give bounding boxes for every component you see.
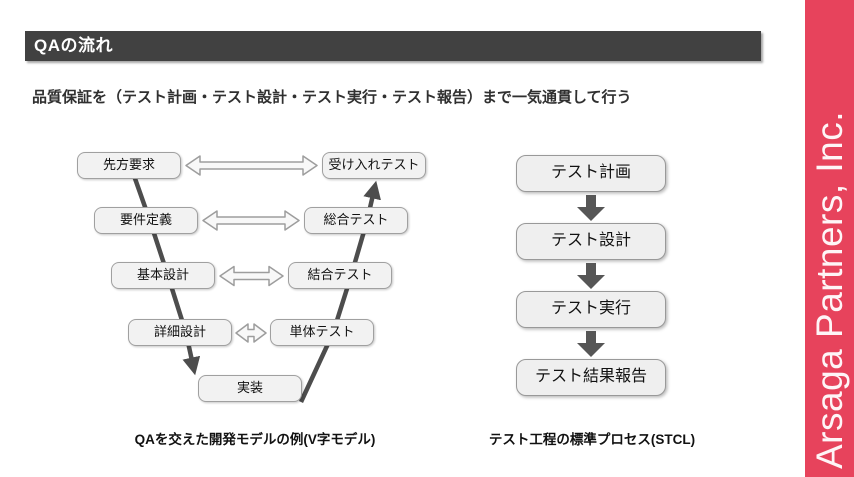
double-arrow-icon xyxy=(185,155,318,176)
vmodel-left-box-1: 先方要求 xyxy=(77,152,181,179)
brand-text: Arsaga Partners, Inc. xyxy=(809,110,850,469)
stcl-step-2: テスト設計 xyxy=(516,223,666,260)
stcl-caption: テスト工程の標準プロセス(STCL) xyxy=(488,432,696,447)
double-arrow-icon xyxy=(219,265,284,287)
stcl-step-3: テスト実行 xyxy=(516,291,666,328)
slide-title-bar: QAの流れ xyxy=(25,31,761,61)
vmodel-left-box-3: 基本設計 xyxy=(111,262,215,289)
double-arrow-icon xyxy=(202,210,300,231)
page-title: QAの流れ xyxy=(34,36,113,55)
double-arrow-icon xyxy=(235,323,267,343)
subtitle-text: 品質保証を（テスト計画・テスト設計・テスト実行・テスト報告）まで一気通貫して行う xyxy=(32,89,632,106)
brand-sidebar: Arsaga Partners, Inc. xyxy=(805,0,854,477)
vmodel-caption: QAを交えた開発モデルの例(V字モデル) xyxy=(134,432,376,447)
down-arrow-icon xyxy=(577,331,605,357)
vmodel-right-box-2: 総合テスト xyxy=(304,207,408,234)
down-arrow-icon xyxy=(577,263,605,289)
vmodel-left-box-2: 要件定義 xyxy=(94,207,198,234)
vmodel-right-box-4: 単体テスト xyxy=(270,319,374,346)
vmodel-right-box-3: 結合テスト xyxy=(288,262,392,289)
vmodel-bottom-box: 実装 xyxy=(198,375,302,402)
down-arrow-icon xyxy=(577,195,605,221)
vmodel-right-box-1: 受け入れテスト xyxy=(322,152,426,179)
vmodel-diagram-graphics xyxy=(129,155,381,403)
stcl-step-1: テスト計画 xyxy=(516,155,666,192)
stcl-step-4: テスト結果報告 xyxy=(516,359,666,396)
vmodel-left-box-4: 詳細設計 xyxy=(128,319,232,346)
